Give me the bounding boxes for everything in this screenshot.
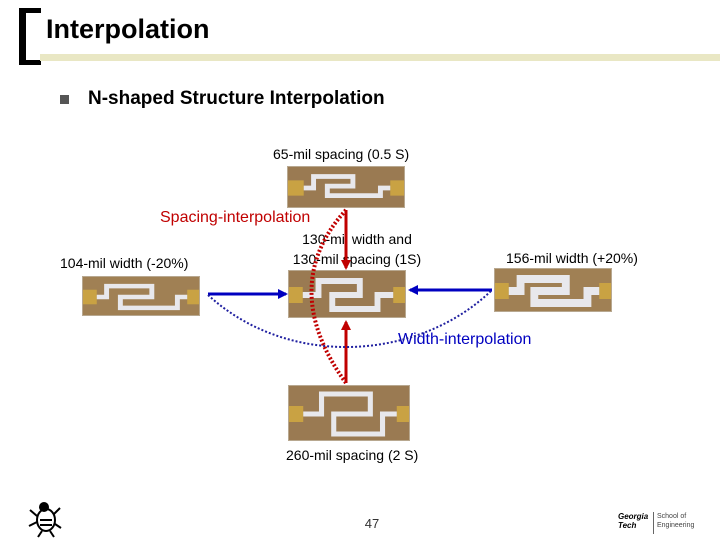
title-bracket-bottom [19,60,41,65]
logo-line1: Georgia [618,512,649,521]
label-right-width: 156-mil width (+20%) [506,250,638,266]
pcb-center-image [288,270,406,318]
square-bullet-icon [60,95,69,104]
pcb-bottom-image [288,385,410,441]
label-left-width: 104-mil width (-20%) [60,255,189,271]
slide-title: Interpolation [46,14,210,44]
label-center: 130-mil width and 130-mil spacing (1S) [272,229,442,269]
label-top-spacing: 65-mil spacing (0.5 S) [273,146,410,162]
title-rule [40,54,720,61]
spacing-interpolation-curve [309,208,348,385]
logo-line4: Engineering [657,522,695,529]
label-bottom-spacing: 260-mil spacing (2 S) [286,447,419,463]
bullet-text: N-shaped Structure Interpolation [88,88,385,109]
label-center-line1: 130-mil width and [302,231,412,247]
title-bracket [19,8,26,65]
buzz-mascot-icon [28,498,62,538]
pcb-top-image [287,166,405,208]
title-bracket-top [19,8,41,13]
page-number: 47 [364,516,380,531]
label-center-line2: 130-mil spacing (1S) [292,251,422,267]
label-width-interpolation: Width-interpolation [398,331,532,348]
width-interpolation-curve [207,289,493,349]
pcb-right-image [494,268,612,312]
logo-line2: Tech [618,521,637,530]
logo-divider [653,512,654,534]
label-spacing-interpolation: Spacing-interpolation [160,209,311,226]
pcb-left-image [82,276,200,316]
georgia-tech-logo-icon: Georgia Tech School of Engineering [618,512,714,536]
logo-line3: School of [657,513,687,520]
